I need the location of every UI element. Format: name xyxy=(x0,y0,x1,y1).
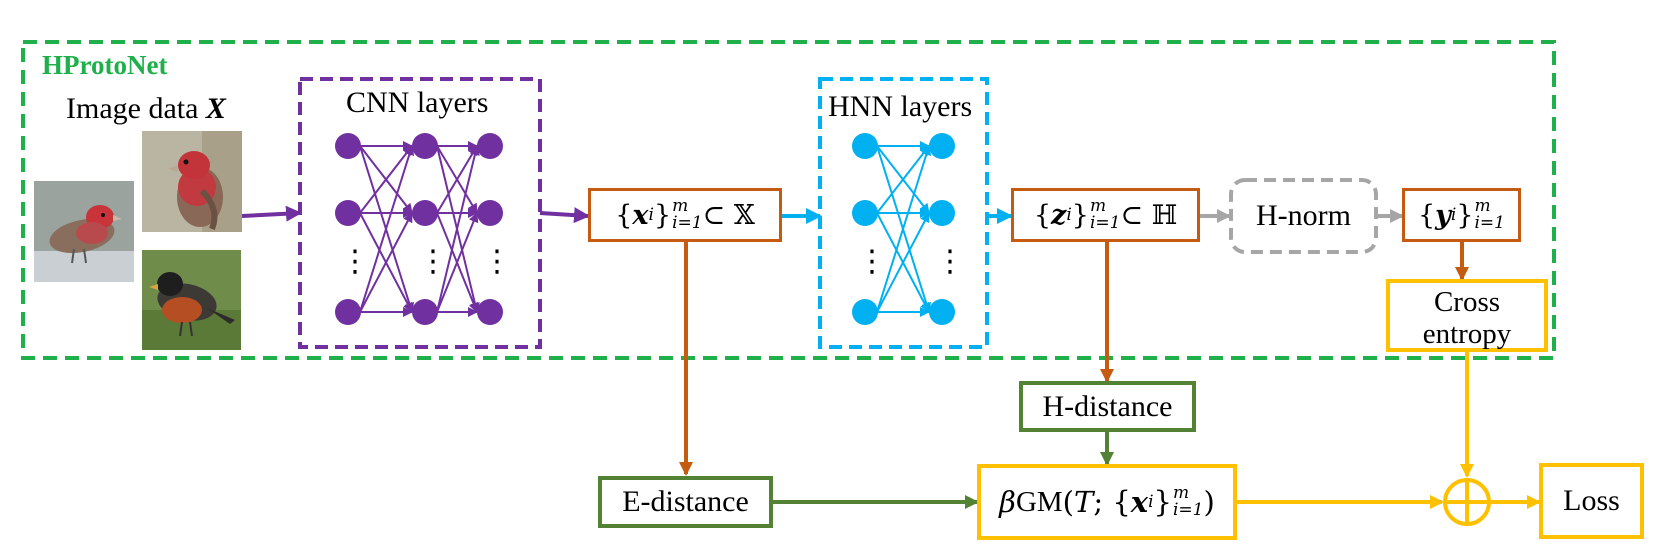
hnn-frame xyxy=(818,77,989,349)
cnn-node xyxy=(477,299,503,325)
bird-image-2 xyxy=(142,131,242,232)
hnn-network xyxy=(852,133,955,325)
hnn-node xyxy=(852,133,878,159)
loss-box: Loss xyxy=(1539,463,1644,539)
cnn-dots-1: ⋮ xyxy=(340,244,370,279)
hnn-dots-2: ⋮ xyxy=(935,244,965,279)
bird-image-3 xyxy=(142,250,241,350)
image-data-label: Image data X xyxy=(66,92,226,125)
cnn-node xyxy=(335,299,361,325)
hnn-edge xyxy=(876,212,930,313)
bird-image-1 xyxy=(34,181,134,282)
hnn-edge xyxy=(876,145,930,214)
e-distance-box: E-distance xyxy=(598,476,773,528)
cnn-node xyxy=(335,133,361,159)
cnn-dots-2: ⋮ xyxy=(418,244,448,279)
cnn-node xyxy=(412,299,438,325)
hprotonet-title: HProtoNet xyxy=(42,50,168,80)
hnn-node xyxy=(852,299,878,325)
arrow-cnn-to-x xyxy=(539,207,590,224)
cnn-node xyxy=(477,133,503,159)
cnn-edge xyxy=(436,145,478,214)
hnn-node xyxy=(929,200,955,226)
sum-node xyxy=(1443,478,1491,526)
hnorm-label: H-norm xyxy=(1256,199,1351,232)
cnn-title: CNN layers xyxy=(346,86,489,119)
cnn-node xyxy=(335,200,361,226)
hnorm-frame xyxy=(1229,178,1378,254)
arrow-images-to-cnn xyxy=(241,205,302,222)
hnn-dots-1: ⋮ xyxy=(857,244,887,279)
cnn-edge xyxy=(359,212,413,313)
cross-entropy-box: Cross entropy xyxy=(1386,279,1548,352)
cnn-edge xyxy=(436,212,479,313)
hnn-title: HNN layers xyxy=(828,90,973,123)
cnn-edge xyxy=(359,145,413,214)
hnn-node xyxy=(852,200,878,226)
cnn-dots-3: ⋮ xyxy=(482,244,512,279)
h-distance-box: H-distance xyxy=(1019,381,1196,432)
cnn-node xyxy=(412,200,438,226)
cnn-edge xyxy=(436,145,480,313)
cnn-node xyxy=(412,133,438,159)
cnn-edge xyxy=(359,145,415,313)
cnn-network xyxy=(335,133,503,325)
hnn-node xyxy=(929,299,955,325)
hnn-edge xyxy=(876,145,932,313)
hnn-node xyxy=(929,133,955,159)
cnn-node xyxy=(477,200,503,226)
